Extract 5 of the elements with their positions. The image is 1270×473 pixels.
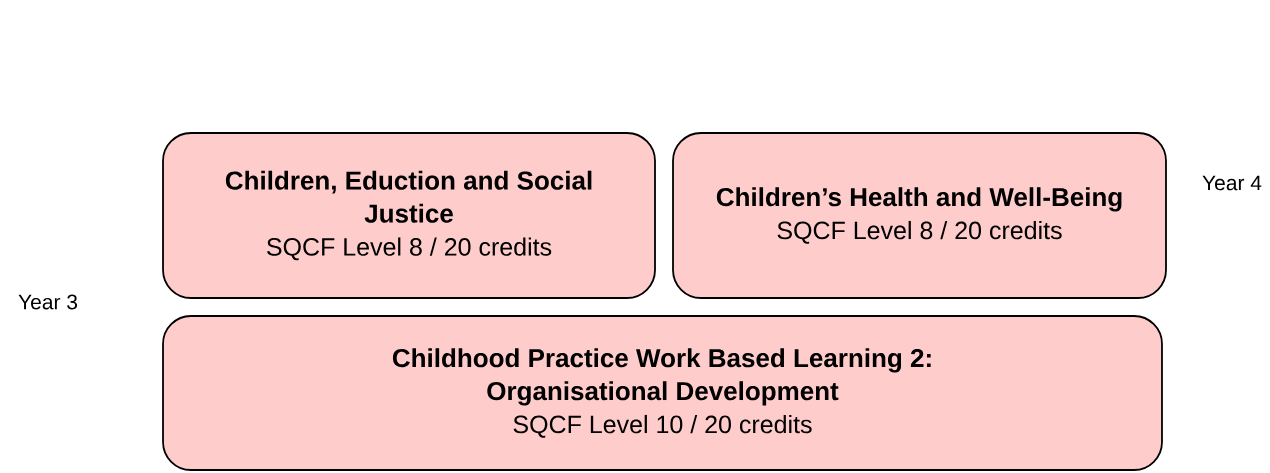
year-label: Year 3 (18, 294, 78, 310)
module-box: Children’s Health and Well-Being SQCF Level 8 / 20 credits (672, 132, 1167, 299)
module-box: Children, Eduction and Social Justice SQCF Level 8 / 20 credits (162, 132, 656, 299)
module-box: Childhood Practice Work Based Learning 2: Organisational Development SQCF Level 10 / 20 credits (162, 315, 1163, 471)
year-label: Year 4 (1202, 175, 1262, 191)
